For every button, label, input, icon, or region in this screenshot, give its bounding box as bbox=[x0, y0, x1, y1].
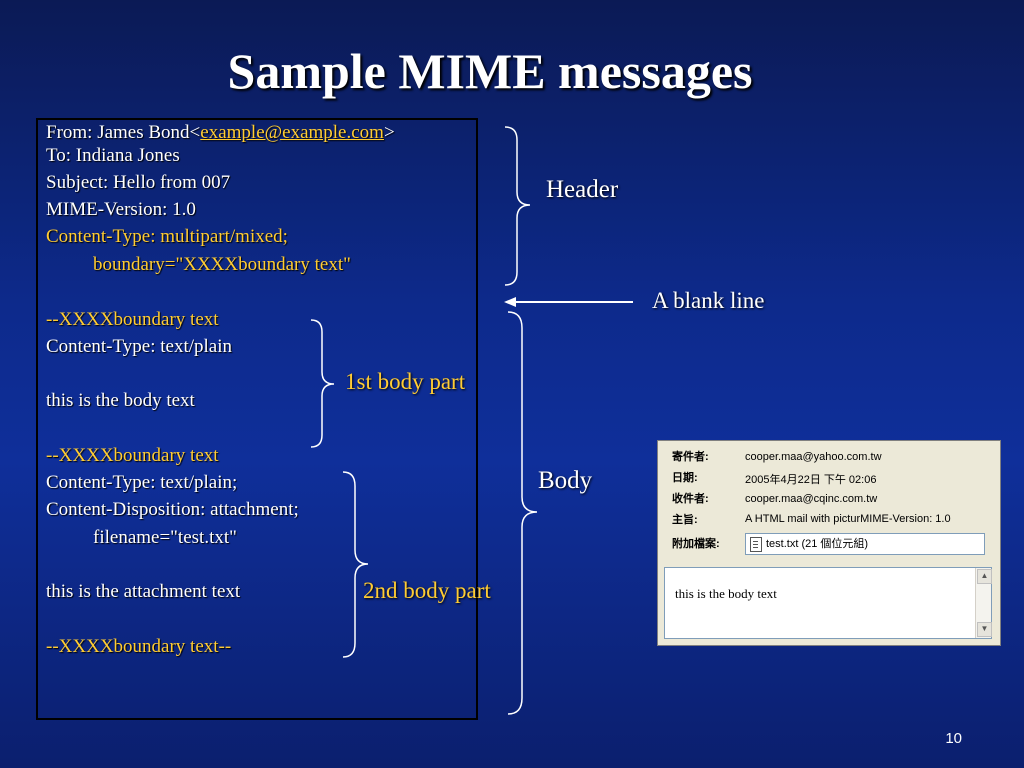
date-key: 日期: bbox=[672, 472, 698, 484]
part2-disposition: Content-Disposition: attachment; bbox=[46, 499, 299, 520]
subject-key: 主旨: bbox=[672, 514, 698, 526]
part2-brace bbox=[342, 471, 369, 658]
page-number: 10 bbox=[945, 730, 962, 747]
part1-brace bbox=[310, 319, 335, 448]
body-brace bbox=[507, 311, 538, 715]
attachment-filename[interactable]: test.txt (21 個位元組) bbox=[766, 538, 869, 550]
body-scrollbar[interactable]: ▲ ▼ bbox=[975, 568, 992, 638]
part1-content-type: Content-Type: text/plain bbox=[46, 336, 232, 357]
attachment-key: 附加檔案: bbox=[672, 538, 720, 550]
recipient-key: 收件者: bbox=[672, 493, 709, 505]
from-line: From: James Bond<example@example.com> bbox=[46, 122, 395, 143]
slide-title: Sample MIME messages bbox=[227, 43, 753, 99]
attachment-field[interactable]: test.txt (21 個位元組) bbox=[745, 533, 985, 555]
mail-client-window: 寄件者: cooper.maa@yahoo.com.tw 日期: 2005年4月… bbox=[657, 440, 1001, 646]
part2-filename: filename="test.txt" bbox=[93, 527, 237, 548]
sender-value[interactable]: cooper.maa@yahoo.com.tw bbox=[745, 451, 882, 463]
blank-line-label: A blank line bbox=[652, 288, 765, 313]
file-icon bbox=[750, 537, 762, 552]
boundary-line-2: --XXXXboundary text bbox=[46, 445, 219, 466]
scroll-down-icon[interactable]: ▼ bbox=[977, 622, 992, 637]
date-value: 2005年4月22日 下午 02:06 bbox=[745, 474, 877, 486]
sender-key: 寄件者: bbox=[672, 451, 709, 463]
content-type-line: Content-Type: multipart/mixed; bbox=[46, 226, 288, 247]
to-line: To: Indiana Jones bbox=[46, 145, 180, 166]
part1-label: 1st body part bbox=[345, 369, 466, 394]
subject-line: Subject: Hello from 007 bbox=[46, 172, 231, 193]
header-brace bbox=[504, 126, 531, 286]
mail-body-pane: this is the body text ▲ ▼ bbox=[664, 567, 992, 639]
boundary-line-1: --XXXXboundary text bbox=[46, 309, 219, 330]
header-label: Header bbox=[546, 176, 619, 203]
mime-message-box bbox=[36, 118, 478, 720]
from-email-link[interactable]: example@example.com bbox=[200, 122, 384, 143]
mail-body-text: this is the body text bbox=[675, 586, 777, 601]
part2-label: 2nd body part bbox=[363, 578, 491, 603]
mime-version-line: MIME-Version: 1.0 bbox=[46, 199, 196, 220]
body-label: Body bbox=[538, 467, 593, 494]
boundary-end-line: --XXXXboundary text-- bbox=[46, 636, 232, 657]
recipient-value[interactable]: cooper.maa@cqinc.com.tw bbox=[745, 493, 878, 505]
scroll-up-icon[interactable]: ▲ bbox=[977, 569, 992, 584]
arrow-head-icon bbox=[504, 297, 516, 307]
part1-body: this is the body text bbox=[46, 390, 195, 411]
subject-value: A HTML mail with picturMIME-Version: 1.0 bbox=[745, 513, 951, 525]
part2-content-type: Content-Type: text/plain; bbox=[46, 472, 238, 493]
part2-body: this is the attachment text bbox=[46, 581, 241, 602]
boundary-param-line: boundary="XXXXboundary text" bbox=[93, 254, 351, 275]
